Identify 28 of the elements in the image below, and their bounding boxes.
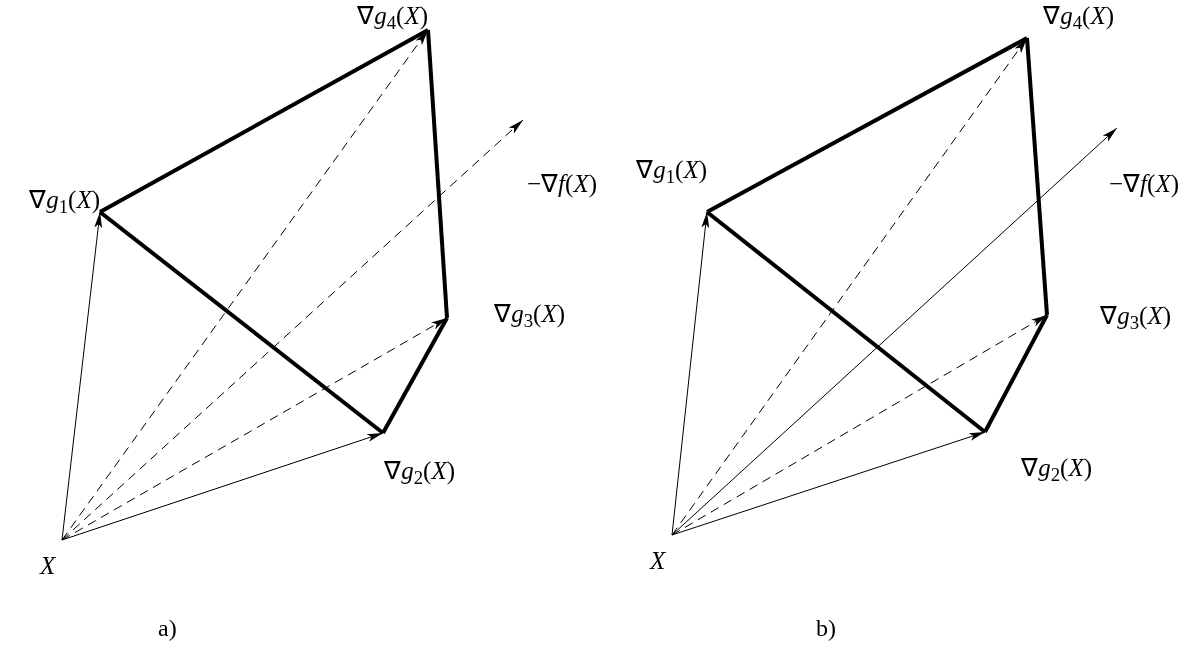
polygon-edge (706, 36, 1028, 214)
polygon-edge (1025, 37, 1049, 316)
panel-label: a) (158, 614, 177, 643)
arrow (61, 211, 103, 541)
polygon-edge (426, 29, 449, 319)
polygon-edge (98, 210, 385, 435)
vector-label: ∇g$_{4}$(X) (1043, 2, 1114, 30)
arrow (61, 119, 524, 541)
arrow (61, 432, 384, 541)
arrow (671, 431, 986, 536)
polygon-edge (705, 210, 987, 434)
polygon-edge (381, 317, 449, 434)
vector-label: ∇g$_{2}$(X) (1021, 454, 1092, 482)
vector-label: X (650, 547, 666, 575)
vector-label: ∇g$_{3}$(X) (494, 300, 565, 328)
vector-label: X (40, 552, 56, 580)
vector-label: ∇g$_{4}$(X) (357, 2, 428, 30)
polygon-edge (99, 28, 429, 214)
vector-label: ∇g$_{3}$(X) (1100, 302, 1171, 330)
vector-label: −∇f(X) (1109, 170, 1179, 198)
vector-label: ∇g$_{2}$(X) (384, 457, 455, 485)
panel-label: b) (816, 614, 836, 643)
polygon-edge (983, 314, 1049, 433)
vector-label: ∇g$_{1}$(X) (636, 156, 707, 184)
vector-label: ∇g$_{1}$(X) (29, 186, 100, 214)
arrow (671, 211, 710, 536)
vector-label: −∇f(X) (527, 170, 597, 198)
arrow (671, 127, 1118, 536)
